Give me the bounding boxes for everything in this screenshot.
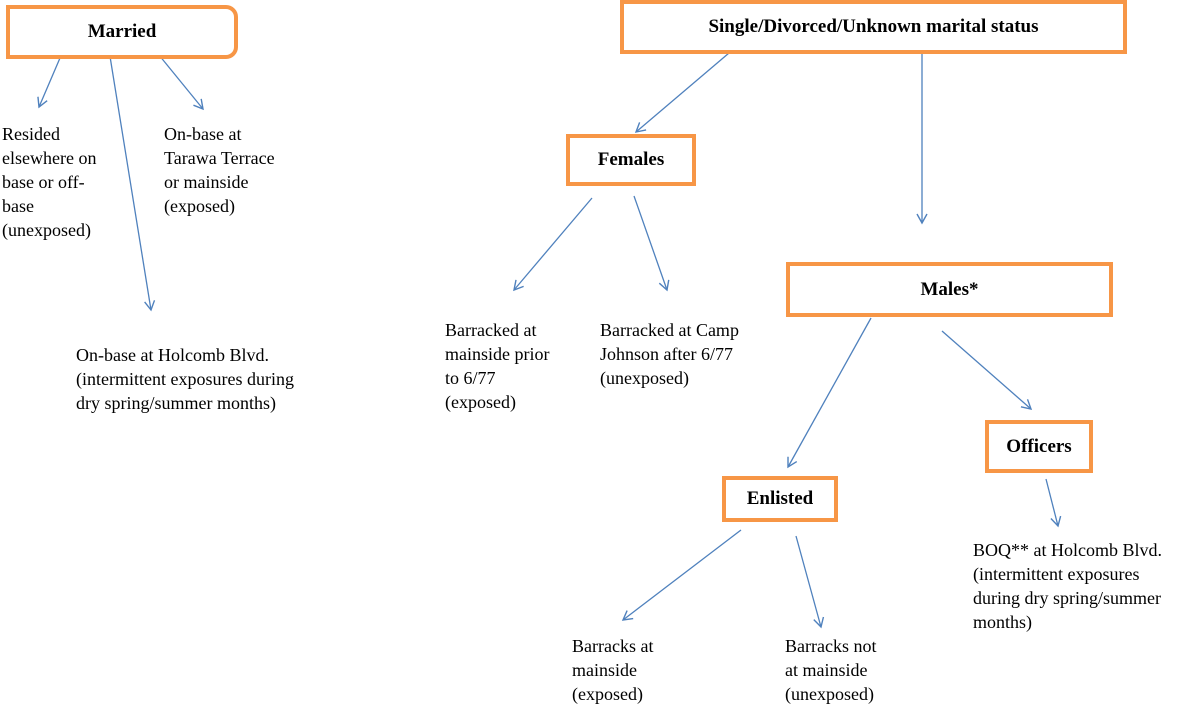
married-box: Married <box>6 5 238 59</box>
arrow-males-to-officers <box>941 330 1033 410</box>
officers-box: Officers <box>985 420 1093 473</box>
arrow-females-to-mainside <box>513 197 593 292</box>
single-status-label: Single/Divorced/Unknown marital status <box>708 16 1039 37</box>
females-box: Females <box>566 134 696 186</box>
single-status-box: Single/Divorced/Unknown marital status <box>620 0 1127 54</box>
males-label: Males* <box>920 278 979 300</box>
females-label: Females <box>597 149 665 170</box>
females-camp-johnson-text: Barracked at Camp Johnson after 6/77 (un… <box>600 320 739 388</box>
officers-label: Officers <box>1006 435 1072 457</box>
arrow-enlisted-to-not-mainside <box>795 535 825 629</box>
enlisted-mainside-text: Barracks at mainside (exposed) <box>572 636 654 704</box>
married-label: Married <box>87 21 157 42</box>
married-tarawa-text: On-base at Tarawa Terrace or mainside (e… <box>164 124 275 216</box>
arrow-single-to-females <box>634 52 730 133</box>
males-box: Males* <box>786 262 1113 317</box>
enlisted-box: Enlisted <box>722 476 838 522</box>
married-elsewhere-text: Resided elsewhere on base or off- base (… <box>2 124 97 240</box>
enlisted-not-mainside-text: Barracks not at mainside (unexposed) <box>785 636 877 704</box>
arrow-females-to-camp-johnson <box>633 195 670 292</box>
arrow-married-to-holcomb <box>107 43 156 312</box>
arrow-enlisted-to-mainside <box>621 529 742 621</box>
females-mainside-text: Barracked at mainside prior to 6/77 (exp… <box>445 320 550 412</box>
arrow-males-to-enlisted <box>787 317 872 469</box>
officers-boq-text: BOQ** at Holcomb Blvd. (intermittent exp… <box>973 540 1162 632</box>
enlisted-label: Enlisted <box>746 488 814 509</box>
married-holcomb-text: On-base at Holcomb Blvd. (intermittent e… <box>76 345 294 413</box>
arrow-officers-to-boq <box>1045 478 1062 528</box>
